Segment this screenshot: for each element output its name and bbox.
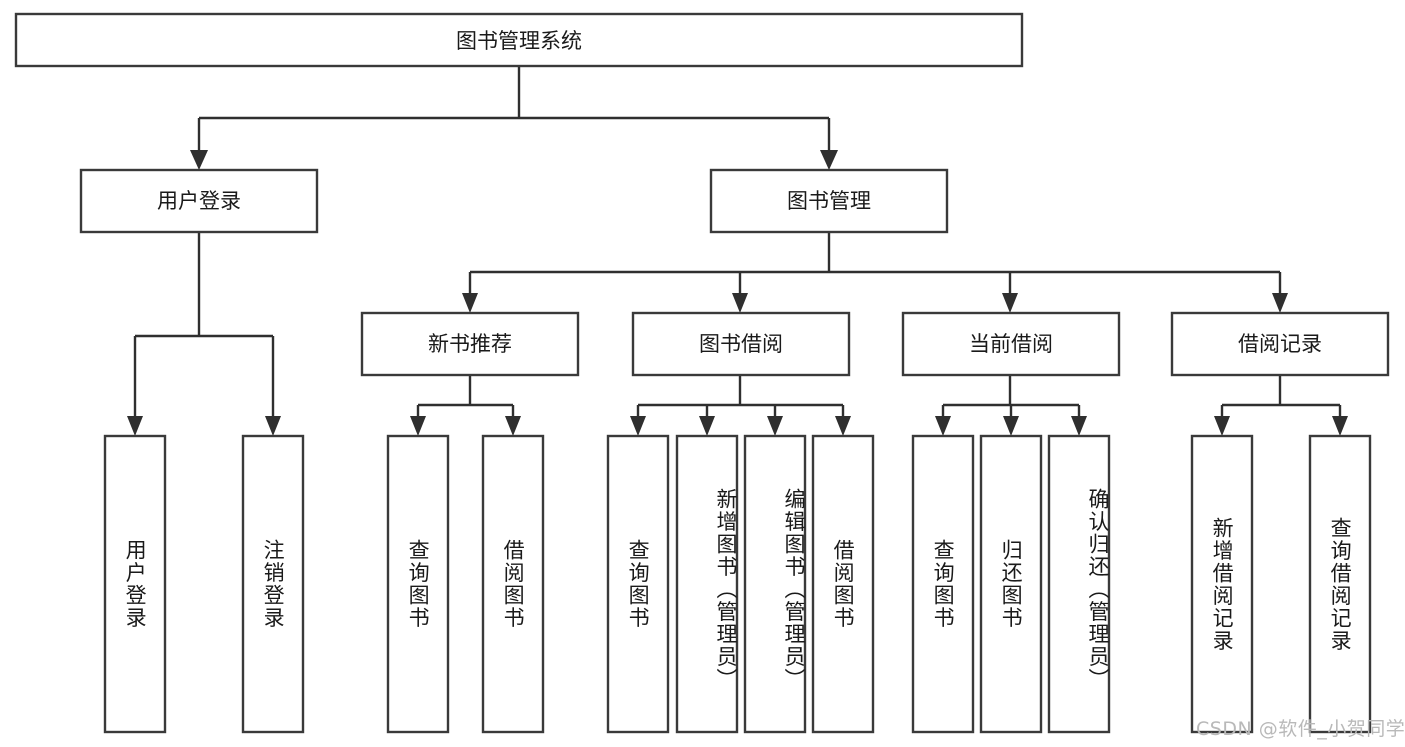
leaf-box-borrow-record-2[interactable] (1308, 434, 1372, 734)
arrow-book-borrow-leaf-3 (767, 416, 783, 436)
connector-current-borrow-to-leaves (935, 375, 1087, 436)
connector-user-login-to-leaves (127, 232, 281, 436)
arrow-book-borrow-leaf-4 (835, 416, 851, 436)
leaf-box-user-login-2[interactable] (241, 434, 305, 734)
node-borrow-record[interactable]: 借阅记录 (1170, 311, 1390, 377)
node-current-borrow-box[interactable] (901, 311, 1121, 377)
connector-root-to-level2 (190, 66, 838, 170)
node-new-book[interactable]: 新书推荐 (360, 311, 580, 377)
connector-book-borrow-to-leaves (630, 375, 851, 436)
node-book-manage-label: 图书管理 (787, 189, 871, 213)
leaf-box-book-borrow-1[interactable] (606, 434, 670, 734)
node-new-book-box[interactable] (360, 311, 580, 377)
node-user-login-label: 用户登录 (157, 189, 241, 213)
arrow-to-book-borrow (732, 293, 748, 313)
arrow-book-borrow-leaf-2 (699, 416, 715, 436)
leaf-box-book-borrow-2[interactable] (675, 434, 739, 734)
node-current-borrow[interactable]: 当前借阅 (901, 311, 1121, 377)
arrow-user-login-leaf-1 (127, 416, 143, 436)
arrow-new-book-leaf-1 (410, 416, 426, 436)
arrow-book-borrow-leaf-1 (630, 416, 646, 436)
connector-new-book-to-leaves (410, 375, 521, 436)
arrow-to-borrow-record (1272, 293, 1288, 313)
leaf-box-borrow-record-1[interactable] (1190, 434, 1254, 734)
node-new-book-label: 新书推荐 (428, 332, 512, 356)
arrow-new-book-leaf-2 (505, 416, 521, 436)
node-book-borrow-label: 图书借阅 (699, 332, 783, 356)
leaf-box-new-book-1[interactable] (386, 434, 450, 734)
leaf-box-current-borrow-1[interactable] (911, 434, 975, 734)
leaf-boxes (103, 434, 1372, 734)
arrow-to-current-borrow (1002, 293, 1018, 313)
connector-book-manage-to-level3 (462, 232, 1288, 313)
arrow-current-borrow-leaf-1 (935, 416, 951, 436)
csdn-watermark: CSDN @软件_小贺同学 (1196, 718, 1405, 740)
node-book-manage[interactable]: 图书管理 (709, 168, 949, 234)
arrow-current-borrow-leaf-2 (1003, 416, 1019, 436)
leaf-box-user-login-1[interactable] (103, 434, 167, 734)
leaf-box-current-borrow-3[interactable] (1047, 434, 1111, 734)
arrow-borrow-record-leaf-2 (1332, 416, 1348, 436)
leaf-box-current-borrow-2[interactable] (979, 434, 1043, 734)
node-book-borrow[interactable]: 图书借阅 (631, 311, 851, 377)
leaf-box-book-borrow-4[interactable] (811, 434, 875, 734)
arrow-root-to-book-manage (820, 150, 838, 170)
node-root-box[interactable] (14, 12, 1024, 68)
node-root-label: 图书管理系统 (456, 29, 582, 53)
connector-borrow-record-to-leaves (1214, 375, 1348, 436)
arrow-to-new-book (462, 293, 478, 313)
node-current-borrow-label: 当前借阅 (969, 332, 1053, 356)
arrow-user-login-leaf-2 (265, 416, 281, 436)
arrow-current-borrow-leaf-3 (1071, 416, 1087, 436)
arrow-root-to-user-login (190, 150, 208, 170)
node-book-manage-box[interactable] (709, 168, 949, 234)
leaf-box-book-borrow-3[interactable] (743, 434, 807, 734)
arrow-borrow-record-leaf-1 (1214, 416, 1230, 436)
node-borrow-record-box[interactable] (1170, 311, 1390, 377)
node-book-borrow-box[interactable] (631, 311, 851, 377)
node-borrow-record-label: 借阅记录 (1238, 332, 1322, 356)
node-user-login[interactable]: 用户登录 (79, 168, 319, 234)
node-root[interactable]: 图书管理系统 (14, 12, 1024, 68)
leaf-box-new-book-2[interactable] (481, 434, 545, 734)
node-user-login-box[interactable] (79, 168, 319, 234)
